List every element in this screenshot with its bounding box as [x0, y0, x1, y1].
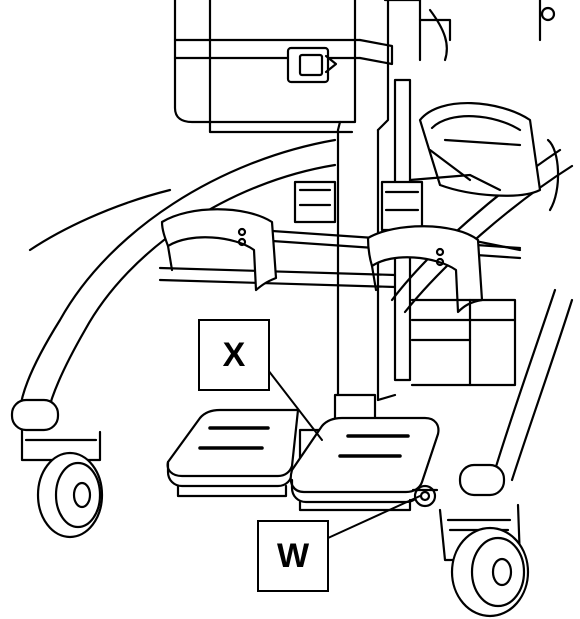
callout-w: W [257, 520, 329, 592]
adjustment-knob [411, 484, 439, 508]
main-column [336, 0, 452, 402]
column-bracket-left [293, 180, 337, 224]
left-footplate [166, 408, 300, 498]
right-knee-pad [366, 225, 484, 314]
column-bracket-right [380, 180, 424, 232]
lower-housing [410, 298, 517, 387]
leader-line-w [327, 495, 421, 539]
mast-hardware [428, 0, 556, 62]
left-caster [10, 398, 104, 539]
strap-buckle [286, 46, 338, 84]
right-caster [438, 463, 530, 618]
callout-x: X [198, 319, 270, 391]
left-knee-pad [160, 208, 278, 292]
callout-w-label: W [276, 536, 310, 575]
callout-x-label: X [222, 335, 246, 374]
right-footplate [289, 416, 440, 512]
upper-box [173, 0, 394, 134]
left-base-leg [18, 138, 337, 414]
callout-leaders [267, 369, 421, 539]
leader-line-x [267, 369, 323, 441]
